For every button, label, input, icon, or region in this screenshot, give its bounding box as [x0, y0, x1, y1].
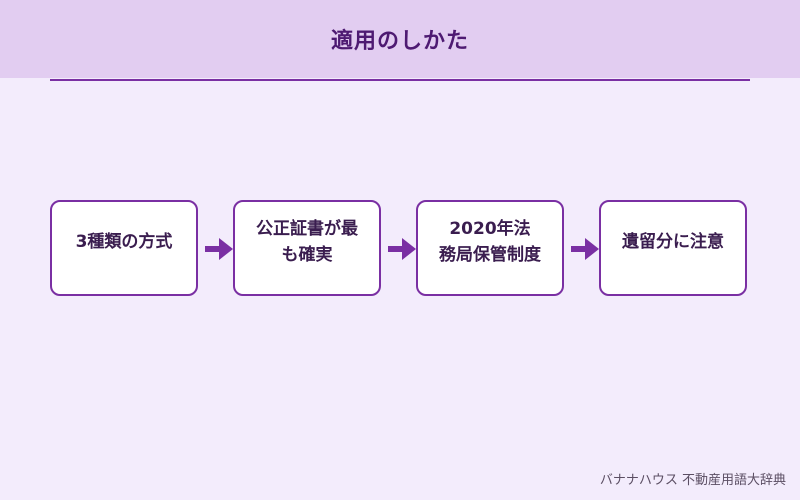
arrow-right-icon [205, 238, 233, 260]
arrow-right-icon [388, 238, 416, 260]
arrow-right-icon [571, 238, 599, 260]
step-label: 公正証書が最 も確実 [256, 219, 358, 265]
flow-step-methods: 3種類の方式 [50, 200, 198, 296]
flow-step-notarized-deed: 公正証書が最 も確実 [233, 200, 381, 296]
step-label: 2020年法 務局保管制度 [439, 219, 541, 265]
flow-step-legal-bureau: 2020年法 務局保管制度 [416, 200, 564, 296]
flow-step-reserved-portion: 遺留分に注意 [599, 200, 747, 296]
page-title: 適用のしかた [330, 29, 469, 54]
step-label: 遺留分に注意 [622, 232, 724, 252]
source-credit: バナナハウス 不動産用語大辞典 [599, 473, 786, 488]
header-band: 適用のしかた [0, 0, 800, 78]
title-divider [50, 79, 750, 81]
process-flow: 3種類の方式 公正証書が最 も確実 2020年法 務局保管制度 遺留分に注意 [50, 200, 750, 300]
step-label: 3種類の方式 [75, 232, 173, 252]
